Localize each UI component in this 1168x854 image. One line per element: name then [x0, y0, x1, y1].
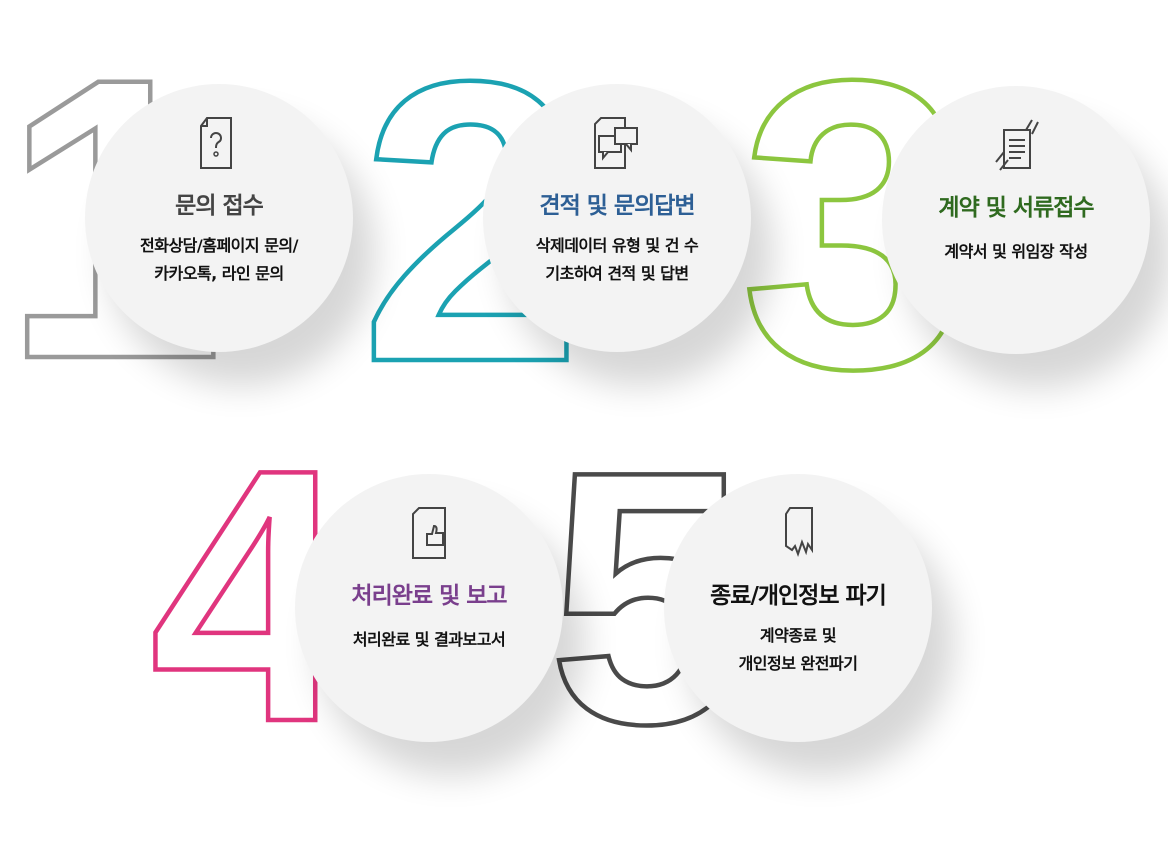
document-question-icon	[200, 117, 232, 169]
desc-line: 삭제데이터 유형 및 건 수	[535, 236, 699, 255]
desc-line: 개인정보 완전파기	[738, 654, 858, 673]
document-handover-icon	[995, 119, 1039, 171]
document-thumbs-up-icon	[412, 507, 446, 559]
step-1-description: 전화상담/홈페이지 문의/ 카카오톡, 라인 문의	[140, 232, 298, 288]
step-4-description: 처리완료 및 결과보고서	[352, 626, 506, 654]
step-2-description: 삭제데이터 유형 및 건 수 기초하여 견적 및 답변	[535, 232, 699, 288]
desc-line: 전화상담/홈페이지 문의/	[140, 236, 298, 255]
desc-line: 기초하여 견적 및 답변	[545, 264, 689, 283]
step-3-card: 계약 및 서류접수 계약서 및 위임장 작성	[882, 86, 1150, 354]
step-5-description: 계약종료 및 개인정보 완전파기	[739, 622, 858, 678]
desc-line: 처리완료 및 결과보고서	[352, 630, 506, 649]
step-1-title: 문의 접수	[175, 193, 264, 219]
desc-line: 카카오톡, 라인 문의	[154, 264, 284, 283]
desc-line: 계약종료 및	[759, 626, 837, 645]
step-5-card: 종료/개인정보 파기 계약종료 및 개인정보 완전파기	[664, 474, 932, 742]
step-2-card: 견적 및 문의답변 삭제데이터 유형 및 건 수 기초하여 견적 및 답변	[483, 84, 751, 352]
document-torn-icon	[785, 507, 813, 557]
step-4-title: 처리완료 및 보고	[351, 583, 507, 609]
step-2-title: 견적 및 문의답변	[539, 193, 695, 219]
step-3-description: 계약서 및 위임장 작성	[944, 238, 1088, 266]
document-chat-icon	[594, 117, 638, 169]
desc-line: 계약서 및 위임장 작성	[944, 242, 1088, 261]
step-3-title: 계약 및 서류접수	[938, 195, 1094, 221]
step-1-card: 문의 접수 전화상담/홈페이지 문의/ 카카오톡, 라인 문의	[85, 84, 353, 352]
step-5-title: 종료/개인정보 파기	[710, 583, 887, 609]
step-4-card: 처리완료 및 보고 처리완료 및 결과보고서	[295, 474, 563, 742]
